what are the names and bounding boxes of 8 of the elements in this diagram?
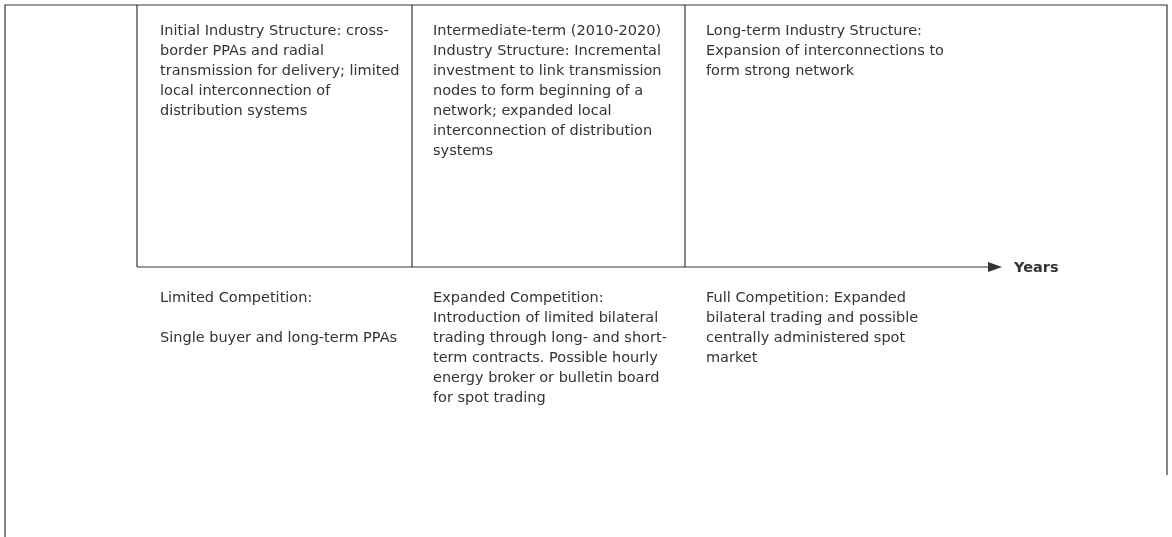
axis-label: Years [1014, 258, 1060, 277]
stage-description: Single buyer and long-term PPAs [160, 328, 399, 347]
stage-description: Expanded Competition: Introduction of limited bilateral trading through long- and short-term contracts. Possible hourly energy broker or bulletin board for spot trading [433, 288, 668, 407]
stage-description: Long-term Industry Structure: Expansion of interconnections to form strong network [706, 21, 945, 80]
stage-description: Limited Competition: [160, 288, 314, 307]
stage-description: Intermediate-term (2010-2020) Industry Structure: Incremental investment to link transmission nodes to form beginning of a network; expanded local interconnection of distribution systems [433, 21, 663, 160]
stage-description: Full Competition: Expanded bilateral trading and possible centrally administered spot market [706, 288, 920, 367]
stage-description: Initial Industry Structure: cross-border PPAs and radial transmission for delivery; limited local interconnection of distribution systems [160, 21, 400, 120]
